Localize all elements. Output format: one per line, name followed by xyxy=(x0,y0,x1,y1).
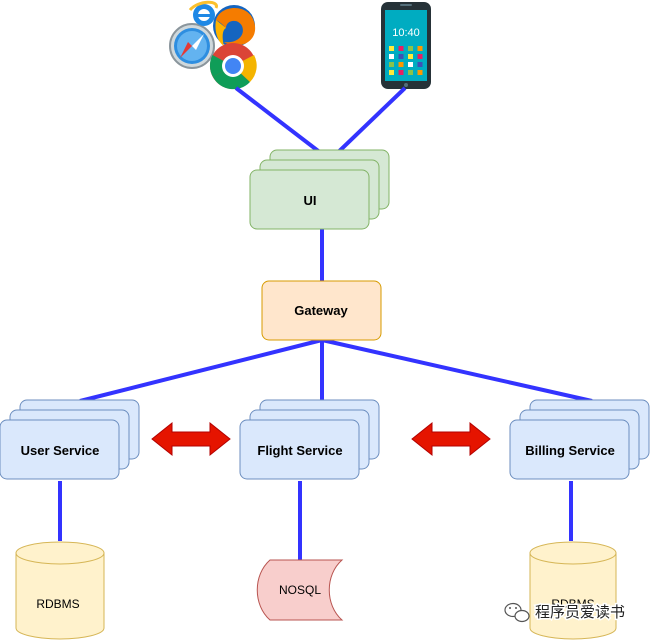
gateway-node: Gateway xyxy=(261,280,382,341)
flight-service-node: Flight Service xyxy=(239,399,380,480)
phone-app-icon xyxy=(389,54,394,59)
phone-clock: 10:40 xyxy=(392,27,420,39)
billing-service-node: Billing Service xyxy=(509,399,650,480)
gateway-to-user-service-connector xyxy=(79,338,323,403)
billing-rdbms-label: RDBMS xyxy=(551,597,594,611)
phone-to-ui-connector xyxy=(328,86,407,162)
phone-app-icon xyxy=(398,54,404,59)
phone-app-icon xyxy=(408,54,413,59)
firefox-icon xyxy=(213,5,256,47)
watermark-text: 程序员爱读书 xyxy=(535,604,625,621)
phone-app-icon xyxy=(389,46,394,51)
flight-nosql-store: NOSQL xyxy=(256,559,344,621)
watermark: 程序员爱读书 xyxy=(504,602,627,623)
phone-app-icon xyxy=(389,70,394,75)
wechat-icon xyxy=(504,602,530,623)
internet-explorer-icon xyxy=(188,0,218,26)
safari-icon xyxy=(169,23,215,69)
billing-service-label: Billing Service xyxy=(525,443,615,458)
phone-app-icon xyxy=(398,70,404,75)
phone-app-icon xyxy=(398,62,404,67)
phone-app-icon xyxy=(408,46,413,51)
gateway-to-billing-service-connector xyxy=(321,338,593,403)
phone-app-icon xyxy=(417,46,423,51)
browser-cluster-icon xyxy=(169,0,257,90)
phone-app-icon xyxy=(417,70,423,75)
user-rdbms-cylinder: RDBMS xyxy=(15,541,105,640)
nosql-label: NOSQL xyxy=(279,583,321,597)
phone-app-icon xyxy=(389,62,394,67)
user-service-node: User Service xyxy=(0,399,140,480)
phone-app-grid xyxy=(389,46,423,75)
phone-app-icon xyxy=(417,62,423,67)
billing-rdbms-cylinder: RDBMS xyxy=(529,541,617,640)
mobile-phone-icon: 10:40 xyxy=(381,2,431,89)
connectors xyxy=(58,86,593,560)
user-service-label: User Service xyxy=(21,443,100,458)
user-rdbms-label: RDBMS xyxy=(36,597,79,611)
phone-app-icon xyxy=(417,54,423,59)
phone-app-icon xyxy=(408,70,413,75)
user-flight-double-arrow xyxy=(151,421,231,457)
flight-service-label: Flight Service xyxy=(257,443,342,458)
flight-billing-double-arrow xyxy=(411,421,491,457)
chrome-icon xyxy=(209,43,257,90)
gateway-label: Gateway xyxy=(294,303,348,318)
browser-to-ui-connector xyxy=(234,86,332,162)
ui-label: UI xyxy=(304,193,317,208)
phone-app-icon xyxy=(398,46,404,51)
ui-node: UI xyxy=(249,149,390,230)
phone-app-icon xyxy=(408,62,413,67)
